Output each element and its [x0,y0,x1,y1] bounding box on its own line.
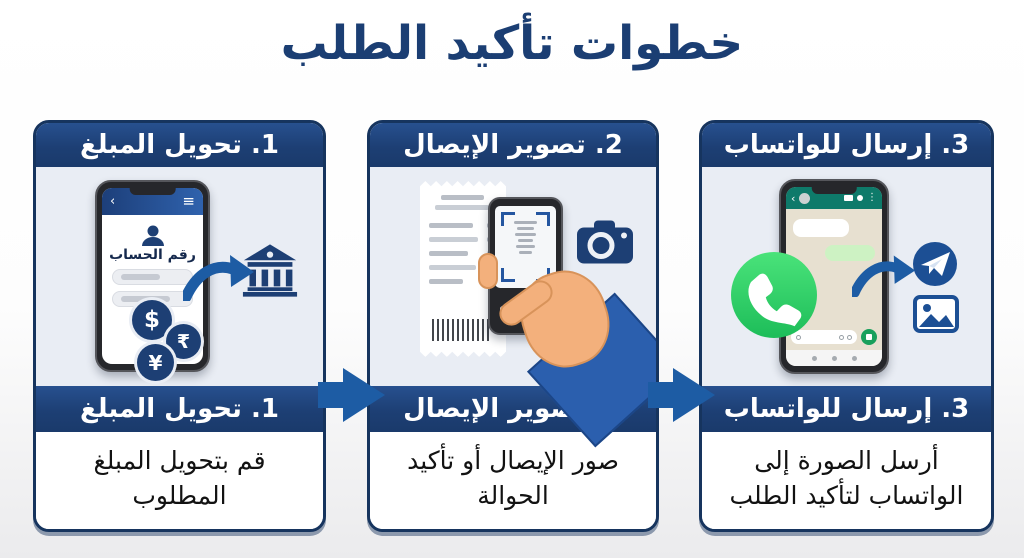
barcode-icon [432,319,493,341]
step3-panel: 3. إرسال للواتساب ‹ ⋮ [699,120,994,532]
step1-subheader: 1. تحويل المبلغ [36,386,323,432]
step1-panel: 1. تحويل المبلغ ‹ ≡ رقم الحساب [33,120,326,532]
curved-arrow-icon [183,255,254,301]
steps-row: 1. تحويل المبلغ ‹ ≡ رقم الحساب [0,120,1024,532]
viewfinder-corner-icon [501,268,515,282]
sent-message-bubble [825,245,875,261]
account-input-field [112,269,193,285]
send-button [861,329,877,345]
step2-header: 2. تصوير الإيصال [370,123,656,167]
dollar-coin-icon: $ [132,300,172,340]
receipt-line [428,279,463,284]
receipt-line [428,251,469,256]
step3-header: 3. إرسال للواتساب [702,123,991,167]
step1-description: قم بتحويل المبلغ المطلوب [36,432,323,529]
receipt-line [440,195,484,200]
receipt-preview [508,219,543,275]
emoji-icon [796,334,801,340]
phone-notch [129,187,176,195]
right-flow-arrow-icon [318,368,385,422]
avatar [799,192,811,204]
step1-illustration: ‹ ≡ رقم الحساب $ ₹ ¥ [36,167,323,386]
attach-icon [839,334,844,340]
dollar-symbol: $ [143,307,160,333]
curved-arrow-icon [852,255,916,297]
telegram-icon [913,242,957,286]
receipt-line [428,265,476,270]
video-call-icon [844,195,853,201]
received-message-bubble [793,219,849,237]
whatsapp-icon [731,252,817,338]
step1-header: 1. تحويل المبلغ [36,123,323,167]
mic-icon [866,334,872,340]
camera-icon [577,220,633,264]
field-placeholder-bar [121,274,161,280]
step3-subheader: 3. إرسال للواتساب [702,386,991,432]
finger-illustration [478,253,498,289]
bank-icon [242,244,298,297]
field-placeholder-bar [121,296,171,302]
photo-icon [913,295,959,333]
viewfinder-corner-icon [501,212,515,226]
step2-description: صور الإيصال أو تأكيد الحوالة [370,432,656,529]
yen-symbol: ¥ [148,350,163,375]
step2-panel: 2. تصوير الإيصال [367,120,659,532]
step3-description: أرسل الصورة إلى الواتساب لتأكيد الطلب [702,432,991,529]
more-menu-icon: ⋮ [867,192,877,203]
camera-icon [847,334,852,340]
back-arrow-icon: ‹ [110,194,116,209]
yen-coin-icon: ¥ [137,344,174,381]
rupee-symbol: ₹ [176,330,191,353]
step2-illustration [370,167,656,448]
step3-illustration: ‹ ⋮ [702,167,991,386]
receipt-line [428,223,474,228]
phone-notch [811,186,857,194]
hamburger-menu-icon: ≡ [182,192,195,210]
right-flow-arrow-icon [648,368,715,422]
receipt-line [435,205,489,210]
message-input-bar [791,330,857,344]
phone-nav-bar [786,350,882,366]
account-number-label: رقم الحساب [109,247,196,263]
page-title: خطوات تأكيد الطلب [280,16,744,71]
voice-call-icon [857,195,863,201]
back-arrow-icon: ‹ [791,191,796,205]
receipt-line [428,237,479,242]
user-icon [141,225,164,246]
viewfinder-corner-icon [536,212,550,226]
whatsapp-header-bar: ‹ ⋮ [786,187,882,209]
